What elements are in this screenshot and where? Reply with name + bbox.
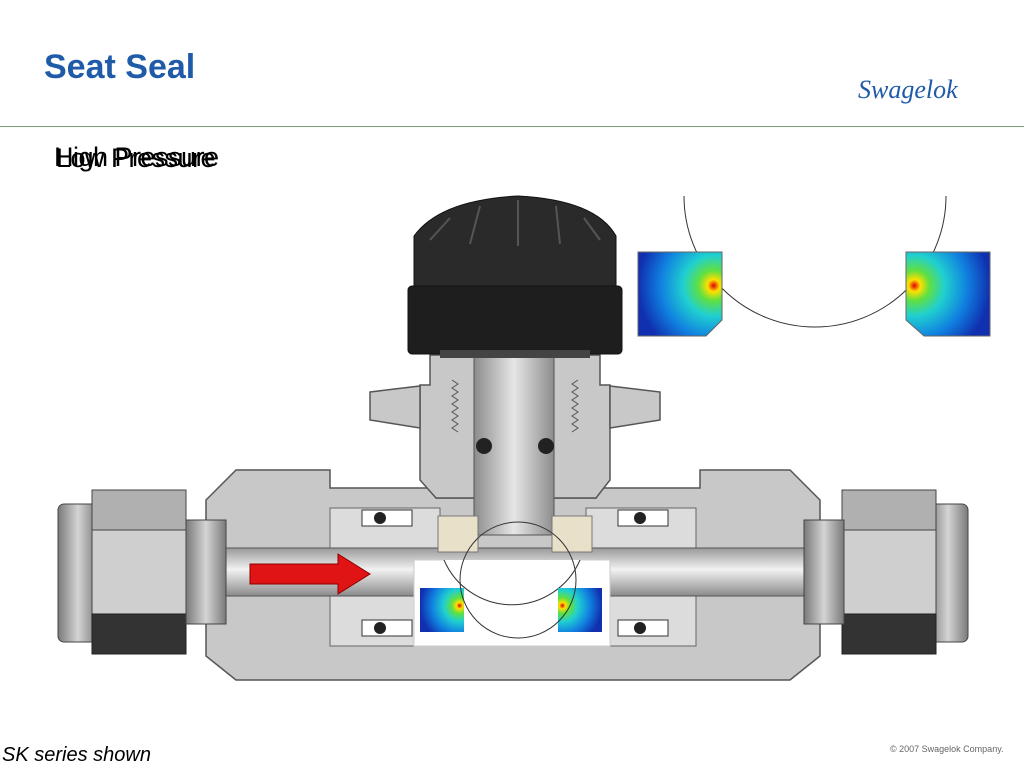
swagelok-logo: Swagelok [858, 75, 958, 104]
slide-title: Seat Seal [44, 48, 196, 86]
o-ring-left [476, 438, 492, 454]
pressure-label-high: High Pressure [54, 142, 219, 172]
left-fitting [57, 489, 227, 655]
bearings [361, 509, 669, 637]
stress-contour-icon [558, 588, 602, 632]
caption: SK series shown [2, 744, 151, 766]
seat-stress-detail [637, 195, 991, 337]
o-ring-right [538, 438, 554, 454]
stress-contour-icon [420, 588, 464, 632]
right-fitting [803, 489, 969, 655]
copyright: © 2007 Swagelok Company. [890, 744, 1004, 754]
flow-arrow-icon [249, 553, 371, 595]
pressure-label-low: Low Pressure [56, 143, 216, 173]
logo-text: Swagelok [858, 75, 958, 104]
header-divider [0, 126, 1024, 127]
valve-handle [407, 195, 623, 358]
